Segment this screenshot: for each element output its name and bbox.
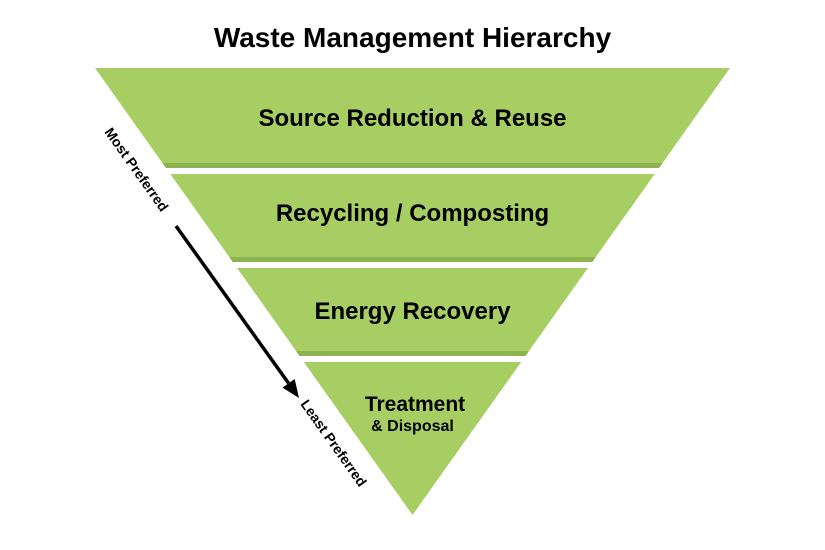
tier-3-label: Energy Recovery — [314, 298, 511, 325]
tier-recycling-composting: Recycling / Composting — [170, 174, 655, 262]
tier-1-shape — [95, 68, 730, 168]
tier-2-bottom-edge — [229, 257, 596, 262]
inverted-pyramid: Source Reduction & Reuse Recycling / Com… — [95, 68, 730, 515]
tier-4-sublabel: & Disposal — [371, 418, 454, 435]
preference-arrowhead-icon — [282, 379, 299, 398]
tier-2-label: Recycling / Composting — [276, 200, 549, 227]
tier-4-shape — [303, 362, 522, 515]
tier-1-label: Source Reduction & Reuse — [258, 105, 566, 132]
preference-arrow-line — [174, 224, 291, 385]
tier-3-shape — [237, 268, 588, 356]
tier-3-bottom-edge — [296, 351, 529, 356]
page-title: Waste Management Hierarchy — [214, 22, 612, 53]
tier-energy-recovery: Energy Recovery — [237, 268, 588, 356]
tier-1-bottom-edge — [162, 163, 663, 168]
tier-treatment-disposal: Treatment & Disposal — [303, 362, 522, 515]
tier-source-reduction: Source Reduction & Reuse — [95, 68, 730, 168]
tier-4-label: Treatment — [365, 393, 465, 416]
tier-2-shape — [170, 174, 655, 262]
